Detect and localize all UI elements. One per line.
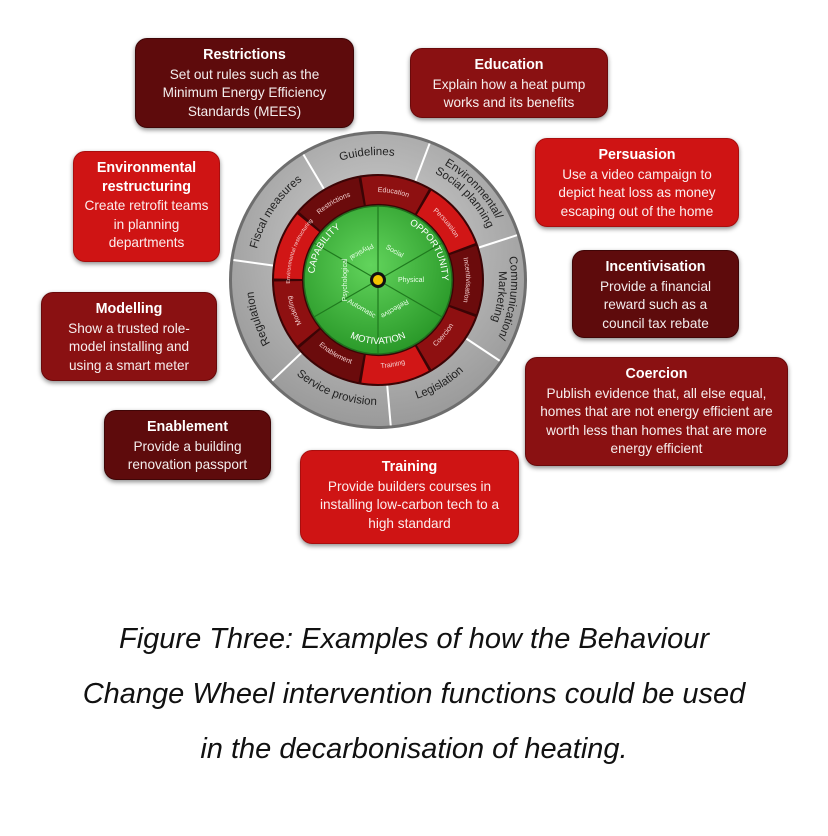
function-segment-persuasion xyxy=(416,190,476,254)
restrictions-box: Restrictions Set out rules such as the M… xyxy=(135,38,354,128)
coercion-box: Coercion Publish evidence that, all else… xyxy=(525,357,788,466)
source-divider xyxy=(384,283,443,318)
persuasion-box: Persuasion Use a video campaign to depic… xyxy=(535,138,739,227)
wheel-hub-center xyxy=(373,275,383,285)
function-segment-environmental-restructuring xyxy=(274,214,320,279)
caption-line-1: Figure Three: Examples of how the Behavi… xyxy=(119,623,709,655)
training-box: Training Provide builders courses in ins… xyxy=(300,450,519,544)
modelling-title: Modelling xyxy=(95,301,163,317)
source-divider xyxy=(384,242,443,277)
source-divider xyxy=(313,242,372,277)
function-segment-enablement xyxy=(299,329,364,383)
restrictions-text: Set out rules such as the Minimum Energy… xyxy=(162,66,327,119)
training-title: Training xyxy=(381,459,438,475)
source-inner-label: Physical xyxy=(398,277,425,284)
restrictions-title: Restrictions xyxy=(203,47,286,63)
policy-divider xyxy=(478,234,518,249)
function-segment-restrictions xyxy=(299,177,364,231)
education-title: Education xyxy=(474,57,544,73)
function-segment-modelling xyxy=(274,281,320,346)
incentivisation-box: Incentivisation Provide a financial rewa… xyxy=(572,250,739,338)
enablement-box: Enablement Provide a building renovation… xyxy=(104,410,271,480)
function-segment-education xyxy=(361,176,429,214)
policy-divider xyxy=(414,143,431,182)
figure-caption: Figure Three: Examples of how the Behavi… xyxy=(0,612,828,777)
education-box: Education Explain how a heat pump works … xyxy=(410,48,608,118)
function-label: Training xyxy=(381,359,407,370)
coercion-title: Coercion xyxy=(625,366,688,382)
policy-divider xyxy=(465,337,501,362)
modelling-text: Show a trusted role-model installing and… xyxy=(68,320,190,373)
enablement-text: Provide a building renovation passport xyxy=(127,438,248,473)
enablement-title: Enablement xyxy=(146,419,229,435)
environmental-restructuring-box: Environmental restructuring Create retro… xyxy=(73,151,220,262)
source-inner-label: Psychological xyxy=(342,258,349,301)
persuasion-title: Persuasion xyxy=(598,147,676,163)
modelling-box: Modelling Show a trusted role-model inst… xyxy=(41,292,217,381)
source-divider xyxy=(313,283,372,318)
policy-divider xyxy=(302,153,325,190)
policy-divider xyxy=(233,259,274,267)
environmental-restructuring-title: Environmental restructuring xyxy=(96,160,197,195)
incentivisation-title: Incentivisation xyxy=(605,259,706,275)
policy-divider xyxy=(386,385,392,426)
environmental-restructuring-text: Create retrofit teams in planning depart… xyxy=(84,198,209,250)
function-segment-training xyxy=(361,346,429,384)
policy-divider xyxy=(271,352,302,382)
function-segment-incentivisation xyxy=(449,245,482,315)
education-text: Explain how a heat pump works and its be… xyxy=(432,76,586,111)
function-segment-coercion xyxy=(416,306,476,370)
caption-line-3: in the decarbonisation of heating. xyxy=(200,733,628,765)
training-text: Provide builders courses in installing l… xyxy=(319,478,500,531)
caption-line-2: Change Wheel intervention functions coul… xyxy=(82,678,746,710)
incentivisation-text: Provide a financial reward such as a cou… xyxy=(599,278,712,331)
persuasion-text: Use a video campaign to depict heat loss… xyxy=(558,166,716,219)
function-label: Incentivisation xyxy=(461,257,471,304)
motivation-label: MOTIVATION xyxy=(349,330,408,347)
coercion-text: Publish evidence that, all else equal, h… xyxy=(540,385,773,457)
